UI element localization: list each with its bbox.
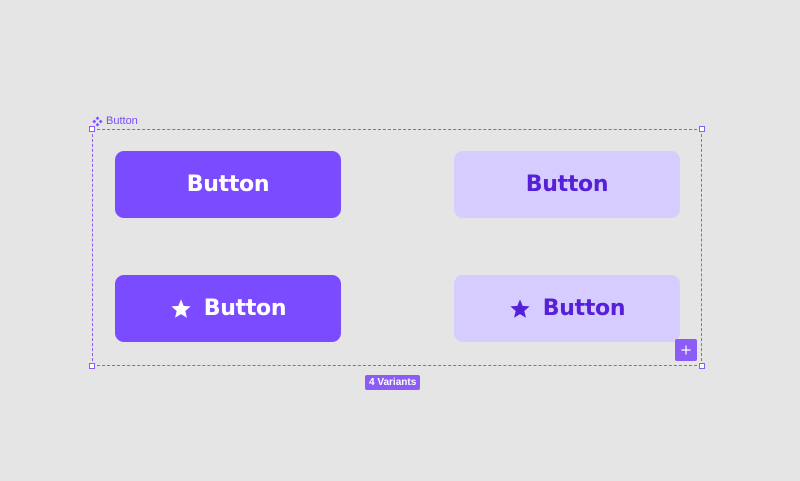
component-set-label[interactable]: Button <box>92 114 138 128</box>
component-set-name: Button <box>106 115 138 127</box>
variant-label: Button <box>203 296 287 321</box>
variant-label: Button <box>186 172 270 197</box>
variant-primary-button[interactable]: Button <box>115 151 341 218</box>
variant-label: Button <box>542 296 626 321</box>
variants-count-badge: 4 Variants <box>365 375 421 390</box>
variant-primary-icon-button[interactable]: Button <box>115 275 341 342</box>
component-set-frame[interactable]: Button Button Button Button <box>89 126 705 369</box>
variant-secondary-button[interactable]: Button <box>454 151 680 218</box>
resize-handle-top-left[interactable] <box>89 126 95 132</box>
component-set-icon <box>92 115 103 127</box>
star-icon <box>171 298 191 318</box>
add-variant-button[interactable] <box>675 339 697 361</box>
variant-label: Button <box>525 172 609 197</box>
star-icon <box>510 298 530 318</box>
resize-handle-bottom-right[interactable] <box>699 363 705 369</box>
plus-icon <box>681 345 691 355</box>
resize-handle-bottom-left[interactable] <box>89 363 95 369</box>
variant-secondary-icon-button[interactable]: Button <box>454 275 680 342</box>
resize-handle-top-right[interactable] <box>699 126 705 132</box>
